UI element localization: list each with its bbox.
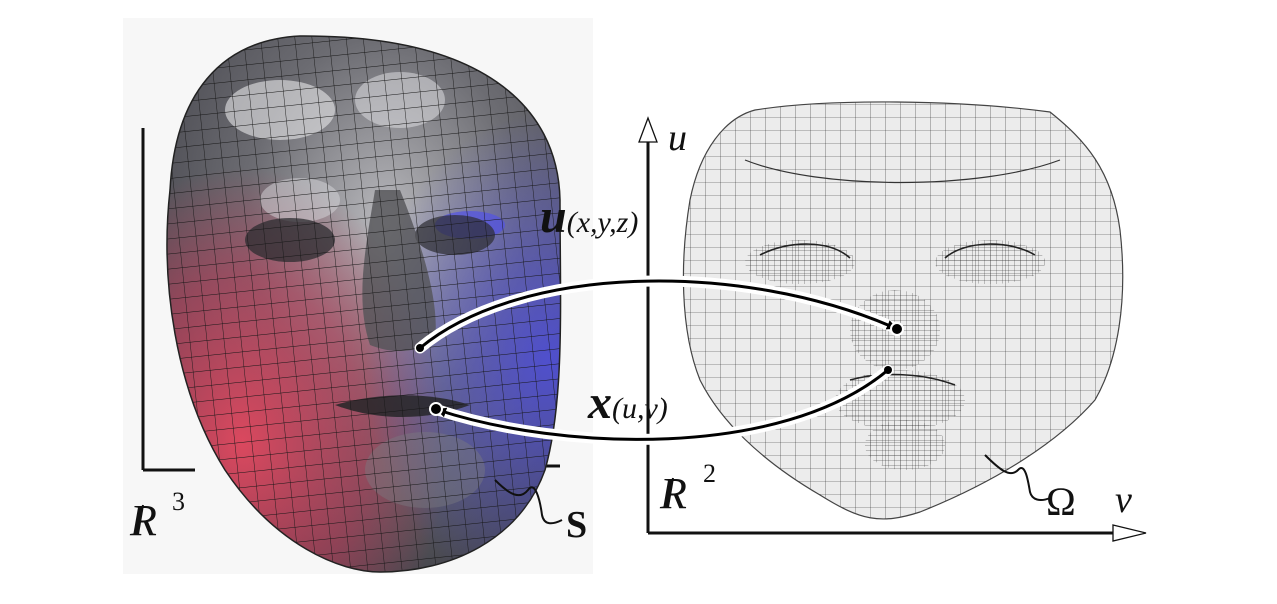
map-x-arrow <box>429 364 894 445</box>
surface-label: S <box>566 504 587 546</box>
r3-double-stroke <box>137 504 144 535</box>
axis-u-label: u <box>668 117 687 159</box>
map-u-arrow <box>414 275 904 354</box>
map-x-label: x(u,v) <box>587 376 668 429</box>
r3-exponent: 3 <box>172 487 185 516</box>
r2-axes <box>638 116 1147 542</box>
r2-double-stroke <box>667 477 674 508</box>
axis-v-label: v <box>1115 479 1132 521</box>
map-u-label: u(x,y,z) <box>540 190 638 243</box>
r3-label: R <box>129 496 157 545</box>
face-outline-3d <box>166 35 562 573</box>
domain-label: Ω <box>1046 479 1076 524</box>
domain-pointer-squiggle <box>984 454 1051 501</box>
r2-label: R <box>659 469 687 518</box>
surface-pointer-squiggle <box>494 479 563 525</box>
r2-exponent: 2 <box>703 459 716 488</box>
face-parameter-domain <box>683 101 1123 519</box>
